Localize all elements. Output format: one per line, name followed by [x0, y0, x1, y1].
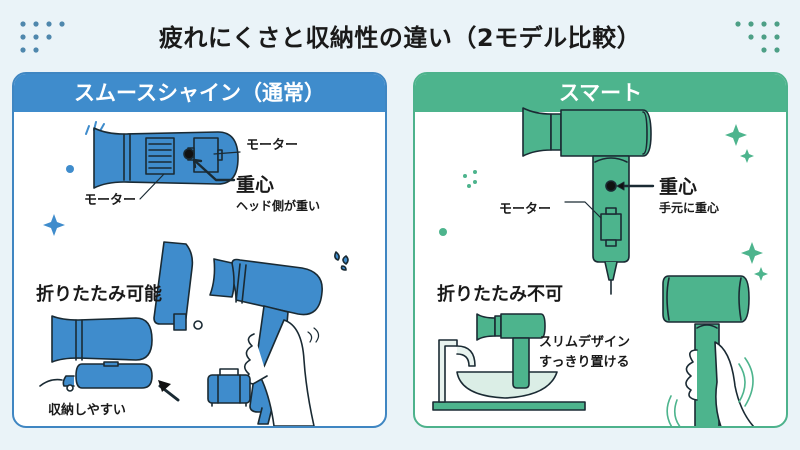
hair-dryer-icon — [93, 127, 241, 331]
storage-label: 収納しやすい — [48, 403, 126, 418]
center-of-gravity-label: 重心 — [659, 176, 698, 198]
folding-label: 折りたたみ不可 — [437, 284, 563, 305]
neat-placement-label: すっきり置ける — [539, 355, 630, 370]
suitcase-icon — [207, 368, 251, 407]
gravity-note-label: ヘッド側が重い — [236, 199, 321, 213]
sparkle-icon — [725, 124, 747, 146]
panel-smooth-shine: スムースシャイン（通常） — [12, 72, 387, 428]
gravity-note-label: 手元に重心 — [659, 201, 720, 215]
panel-header-smart: スマート — [415, 74, 786, 112]
hair-dryer-icon — [522, 107, 655, 295]
hair-dryer-in-hand-icon — [209, 251, 349, 426]
slim-design-label: スリムデザイン — [539, 335, 631, 350]
motor-label: モーター — [499, 202, 552, 217]
center-of-gravity-label: 重心 — [236, 174, 275, 196]
folded-hair-dryer-icon — [39, 315, 153, 392]
smart-illustration — [432, 107, 768, 426]
sparkle-icon — [43, 214, 65, 236]
decorative-dots-right — [735, 21, 780, 53]
smooth-shine-illustration — [39, 121, 349, 426]
motor-label-top: モーター — [246, 138, 299, 153]
page-title: 疲れにくさと収納性の違い（2モデル比較） — [158, 24, 642, 52]
decorative-dots-left — [20, 21, 65, 53]
motor-label-left: モーター — [84, 193, 137, 208]
slim-hair-dryer-icon — [476, 313, 546, 389]
sink-icon — [432, 339, 586, 411]
folding-label: 折りたたみ可能 — [36, 284, 162, 305]
hair-dryer-in-hand-icon — [662, 275, 755, 426]
dot-decor — [66, 165, 74, 173]
panel-header-smooth-shine: スムースシャイン（通常） — [14, 74, 385, 112]
panel-smart: スマート — [413, 72, 788, 428]
